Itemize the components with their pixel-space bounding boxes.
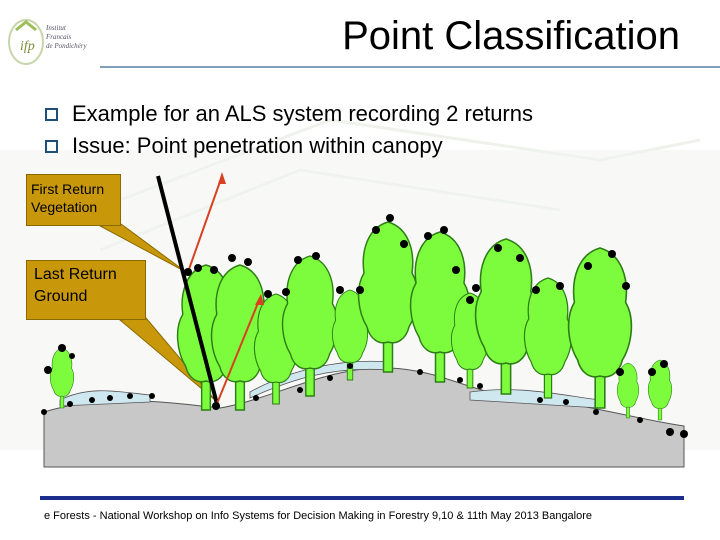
return-points <box>41 214 688 438</box>
bullet-item: Example for an ALS system recording 2 re… <box>45 98 533 130</box>
logo-line-2: Francais <box>46 33 72 41</box>
first-return-callout: First Return Vegetation <box>26 174 121 226</box>
bullet-list: Example for an ALS system recording 2 re… <box>45 98 533 162</box>
institute-logo: ifp Institut Francais de Pondichéry <box>6 14 94 68</box>
callout-line: Last Return <box>34 266 117 283</box>
last-return-callout: Last Return Ground <box>26 260 146 320</box>
arrowhead-icon <box>255 294 264 305</box>
callout-line: Ground <box>34 288 88 305</box>
logo-line-3: de Pondichéry <box>46 42 87 50</box>
footer-divider <box>40 496 684 500</box>
tree <box>357 221 419 373</box>
tree <box>523 277 573 399</box>
slide-footer: e Forests - National Workshop on Info Sy… <box>44 510 593 522</box>
bullet-text: Issue: Point penetration within canopy <box>72 133 443 158</box>
title-divider <box>100 66 720 68</box>
slide-title: Point Classification <box>342 14 680 58</box>
tree <box>474 238 538 395</box>
bullet-text: Example for an ALS system recording 2 re… <box>72 101 533 126</box>
arrowhead-icon <box>218 172 226 184</box>
ground-terrain <box>43 367 685 468</box>
bullet-item: Issue: Point penetration within canopy <box>45 130 533 162</box>
callout-line: Vegetation <box>31 199 98 215</box>
checkbox-bullet-icon <box>45 139 58 153</box>
callout-line: First Return <box>31 181 105 197</box>
laser-pulse-beam <box>156 175 220 409</box>
last-return-ray <box>215 297 261 407</box>
logo-letters: ifp <box>20 39 35 54</box>
first-return-ray <box>187 175 223 273</box>
ifp-logo-icon: ifp <box>8 19 44 65</box>
logo-line-1: Institut <box>46 24 66 32</box>
checkbox-bullet-icon <box>45 107 58 121</box>
